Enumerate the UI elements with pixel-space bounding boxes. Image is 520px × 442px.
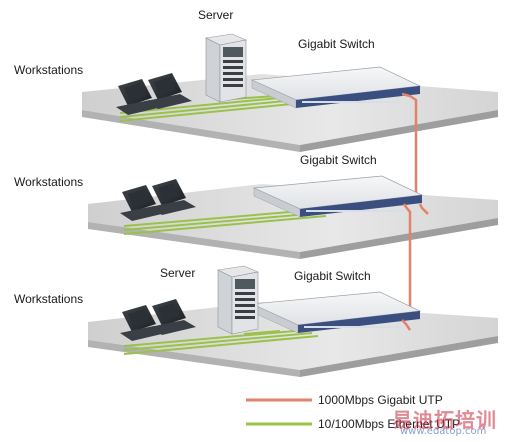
floor-1-gigabit-link (401, 92, 418, 204)
floor-2-ethernet-links (123, 209, 327, 235)
legend-ethernet-label: 10/100Mbps Ethernet UTP (318, 417, 461, 431)
floor-1-server (205, 33, 248, 103)
floor-2-workstations-label: Workstations (14, 175, 84, 189)
floor-3-server-label: Server (160, 266, 196, 280)
floor-1-workstations-label: Workstations (14, 63, 84, 77)
floor-2-workstations (120, 179, 196, 221)
floor-1-ethernet-links (119, 95, 313, 122)
floor-3-switch-label: Gigabit Switch (294, 269, 371, 283)
floor-3-gigabit-link (401, 319, 412, 331)
floor-1 (82, 33, 498, 204)
floor-2-gigabit-links (402, 203, 429, 318)
floor-3 (88, 265, 498, 377)
floor-1-server-label: Server (198, 8, 234, 22)
floor-1-workstations (116, 73, 192, 115)
floor-3-workstations (120, 299, 196, 341)
floor-3-server (217, 265, 260, 335)
legend-gigabit-label: 1000Mbps Gigabit UTP (318, 393, 443, 407)
floor-3-ethernet-links (123, 329, 319, 355)
floor-2 (88, 175, 498, 318)
watermark-url: www.edatop.com (400, 426, 487, 437)
floor-1-switch-label: Gigabit Switch (298, 37, 375, 51)
floor-3-workstations-label: Workstations (14, 292, 84, 306)
floor-3-gigabit-switch (250, 291, 422, 334)
floor-2-gigabit-switch (252, 175, 424, 218)
watermark-chinese: 易迪拓培训 (392, 408, 497, 432)
floor-2-switch-label: Gigabit Switch (300, 153, 377, 167)
floor-1-gigabit-switch (250, 66, 422, 109)
